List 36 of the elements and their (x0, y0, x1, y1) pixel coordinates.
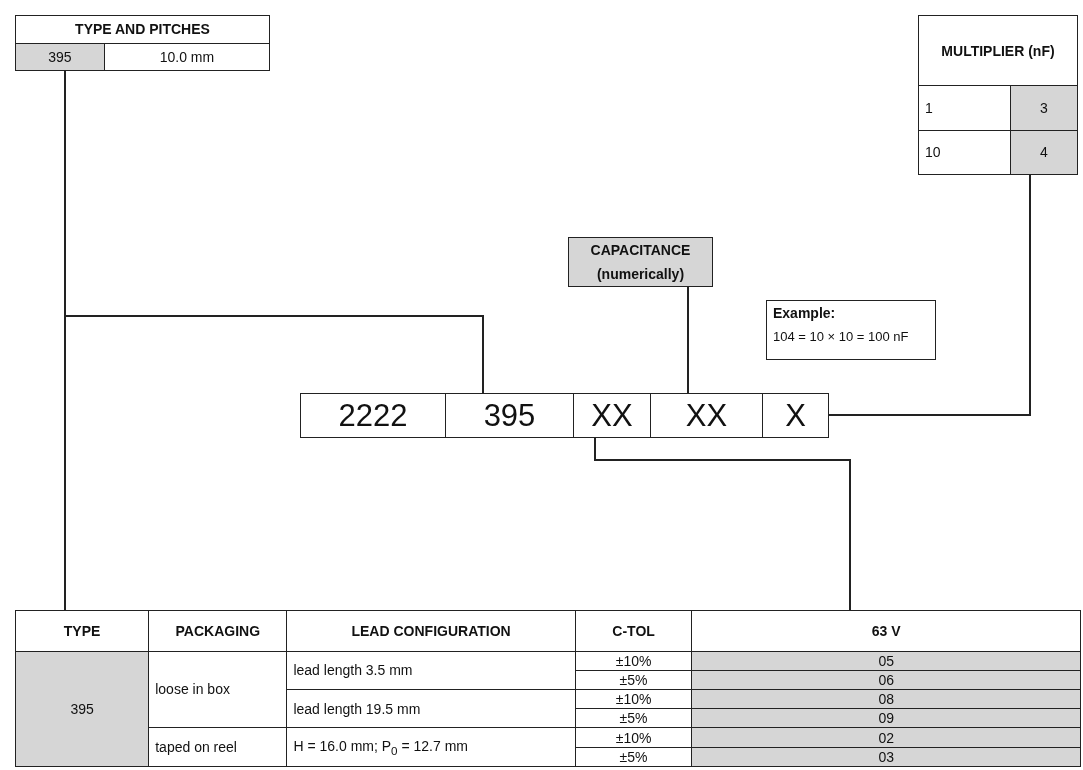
column-header: TYPE (15, 610, 149, 651)
table-cell: lead length 19.5 mm (286, 689, 576, 728)
column-header: LEAD CONFIGURATION (286, 610, 576, 651)
code-cell: XX (650, 393, 763, 438)
table-cell: ±10% (575, 651, 692, 671)
table-cell: lead length 3.5 mm (286, 651, 576, 690)
table-cell: 1 (918, 85, 1011, 130)
code-cell: 395 (445, 393, 574, 438)
table-cell: 3 (1010, 85, 1078, 130)
table-cell: taped on reel (148, 727, 287, 767)
example-text: 104 = 10 × 10 = 100 nF (773, 329, 910, 344)
example-heading: Example: (773, 305, 837, 321)
connector-line (687, 286, 689, 394)
table-cell: 4 (1010, 130, 1078, 175)
code-cell: XX (573, 393, 651, 438)
table-cell: ±5% (575, 670, 692, 690)
table-cell: ±10% (575, 689, 692, 709)
table-cell: 10 (918, 130, 1011, 175)
table-cell: 10.0 mm (104, 43, 270, 71)
table-cell: 395 (15, 651, 149, 767)
table-cell: ±10% (575, 727, 692, 748)
column-header: PACKAGING (148, 610, 287, 651)
table-cell: ±5% (575, 708, 692, 728)
table-cell: 395 (15, 43, 105, 71)
label-box: CAPACITANCE (numerically) (568, 237, 713, 287)
table-header: TYPE AND PITCHES (15, 15, 270, 43)
table-header: MULTIPLIER (nF) (918, 15, 1078, 86)
table-cell: loose in box (148, 651, 287, 728)
code-cell: X (762, 393, 829, 438)
table-cell: H = 16.0 mm; P$_{0}$ = 12.7 mm (286, 727, 576, 767)
connector-line (594, 437, 851, 611)
column-header: 63 V (691, 610, 1081, 651)
code-cell: 2222 (300, 393, 446, 438)
table-cell: ±5% (575, 747, 692, 767)
connector-line (828, 174, 1031, 416)
column-header: C-TOL (575, 610, 692, 651)
